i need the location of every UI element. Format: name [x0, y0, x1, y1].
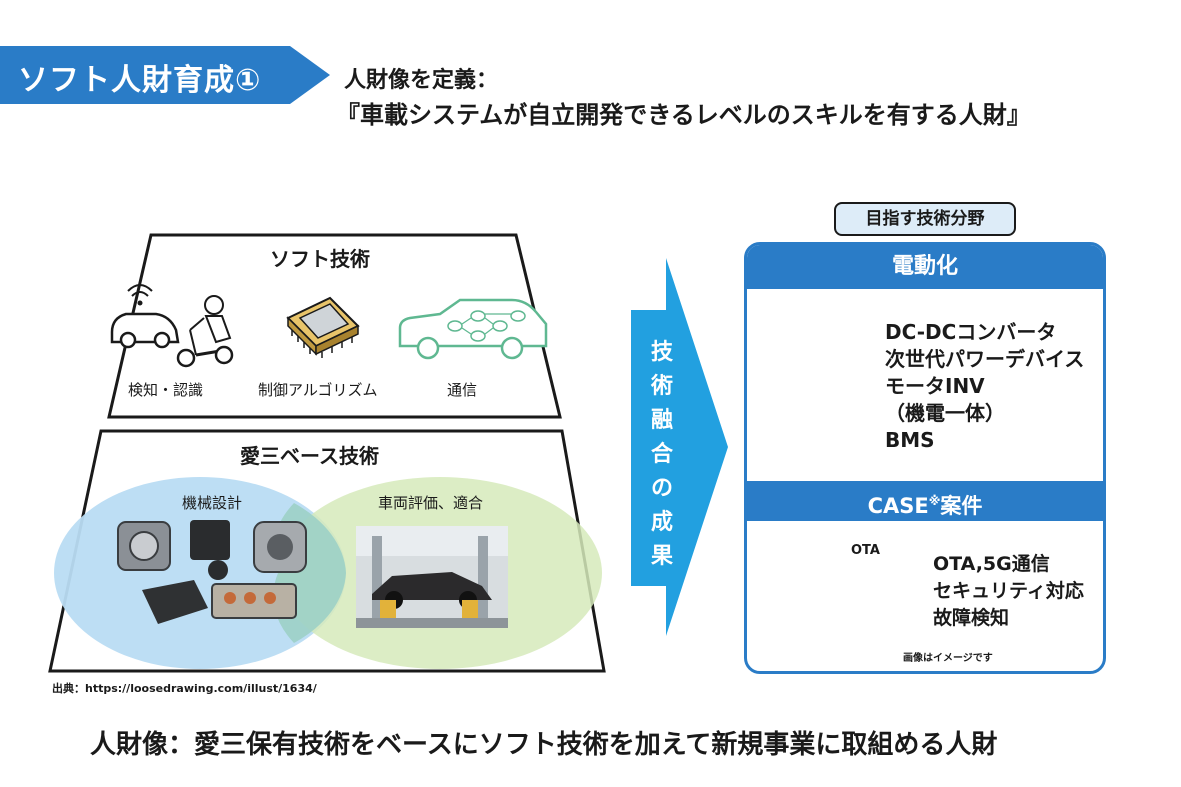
header-tag: ソフト人財育成①	[0, 46, 330, 104]
fusion-arrow	[631, 258, 728, 636]
case-item: OTA,5G通信	[933, 553, 1050, 575]
cloud-label: OTA	[851, 543, 880, 558]
arrow-char: 成	[650, 510, 673, 535]
circle-label-mechanical: 機械設計	[182, 494, 243, 512]
definition-line1: 人財像を定義：	[344, 68, 499, 93]
case-list: OTA,5G通信 セキュリティ対応 故障検知	[933, 551, 1084, 632]
chip-icon	[286, 296, 360, 358]
electrification-item: 次世代パワーデバイス	[885, 347, 1085, 371]
electrification-item: BMS	[885, 428, 935, 452]
connected-car-icon	[398, 298, 548, 360]
header-tag-label: ソフト人財育成①	[18, 63, 262, 98]
mechanical-parts-image	[117, 520, 307, 624]
target-panel: 電動化 DC-DCコンバータ 次世代パワーデバイス モータINV （機電一体） …	[744, 242, 1106, 674]
arrow-char: 技	[650, 340, 673, 365]
bottom-statement: 人財像：愛三保有技術をベースにソフト技術を加えて新規事業に取組める人財	[90, 730, 998, 760]
electrification-item: DC-DCコンバータ	[885, 320, 1057, 344]
soft-tech-item-detection: 検知・認識	[128, 381, 204, 399]
soft-tech-item-control: 制御アルゴリズム	[258, 381, 378, 399]
arrow-char: 術	[650, 374, 673, 399]
image-note: 画像はイメージです	[903, 653, 993, 664]
circle-label-vehicle: 車両評価、適合	[378, 494, 484, 512]
vehicle-test-photo	[356, 526, 508, 628]
case-title-suffix: 案件	[940, 494, 983, 518]
case-title-mark: ※	[928, 494, 941, 508]
section-case-title: CASE※案件	[747, 481, 1103, 521]
soft-tech-item-communication: 通信	[447, 381, 478, 399]
target-fields-label: 目指す技術分野	[834, 202, 1016, 236]
case-title-main: CASE	[867, 494, 929, 518]
arrow-char: 合	[650, 442, 673, 467]
arrow-char: 果	[650, 544, 673, 569]
definition-line2: 『車載システムが自立開発できるレベルのスキルを有する人財』	[336, 101, 1031, 129]
soft-tech-title: ソフト技術	[270, 247, 370, 271]
source-note: 出典：https://loosedrawing.com/illust/1634/	[52, 682, 317, 695]
case-item: 故障検知	[933, 607, 1010, 629]
electrification-item: （機電一体）	[885, 401, 1005, 425]
electrification-list: DC-DCコンバータ 次世代パワーデバイス モータINV （機電一体） BMS	[885, 319, 1084, 454]
electrification-item: モータINV	[885, 374, 985, 398]
arrow-char: の	[650, 476, 673, 501]
fusion-arrow-text: 技 術 融 合 の 成 果	[642, 336, 682, 574]
case-item: セキュリティ対応	[933, 580, 1084, 602]
base-tech-title: 愛三ベース技術	[240, 444, 379, 468]
car-sensor-icon	[110, 284, 180, 349]
arrow-char: 融	[650, 408, 673, 433]
mobility-person-icon	[176, 295, 234, 368]
section-electrification-title: 電動化	[747, 245, 1103, 289]
